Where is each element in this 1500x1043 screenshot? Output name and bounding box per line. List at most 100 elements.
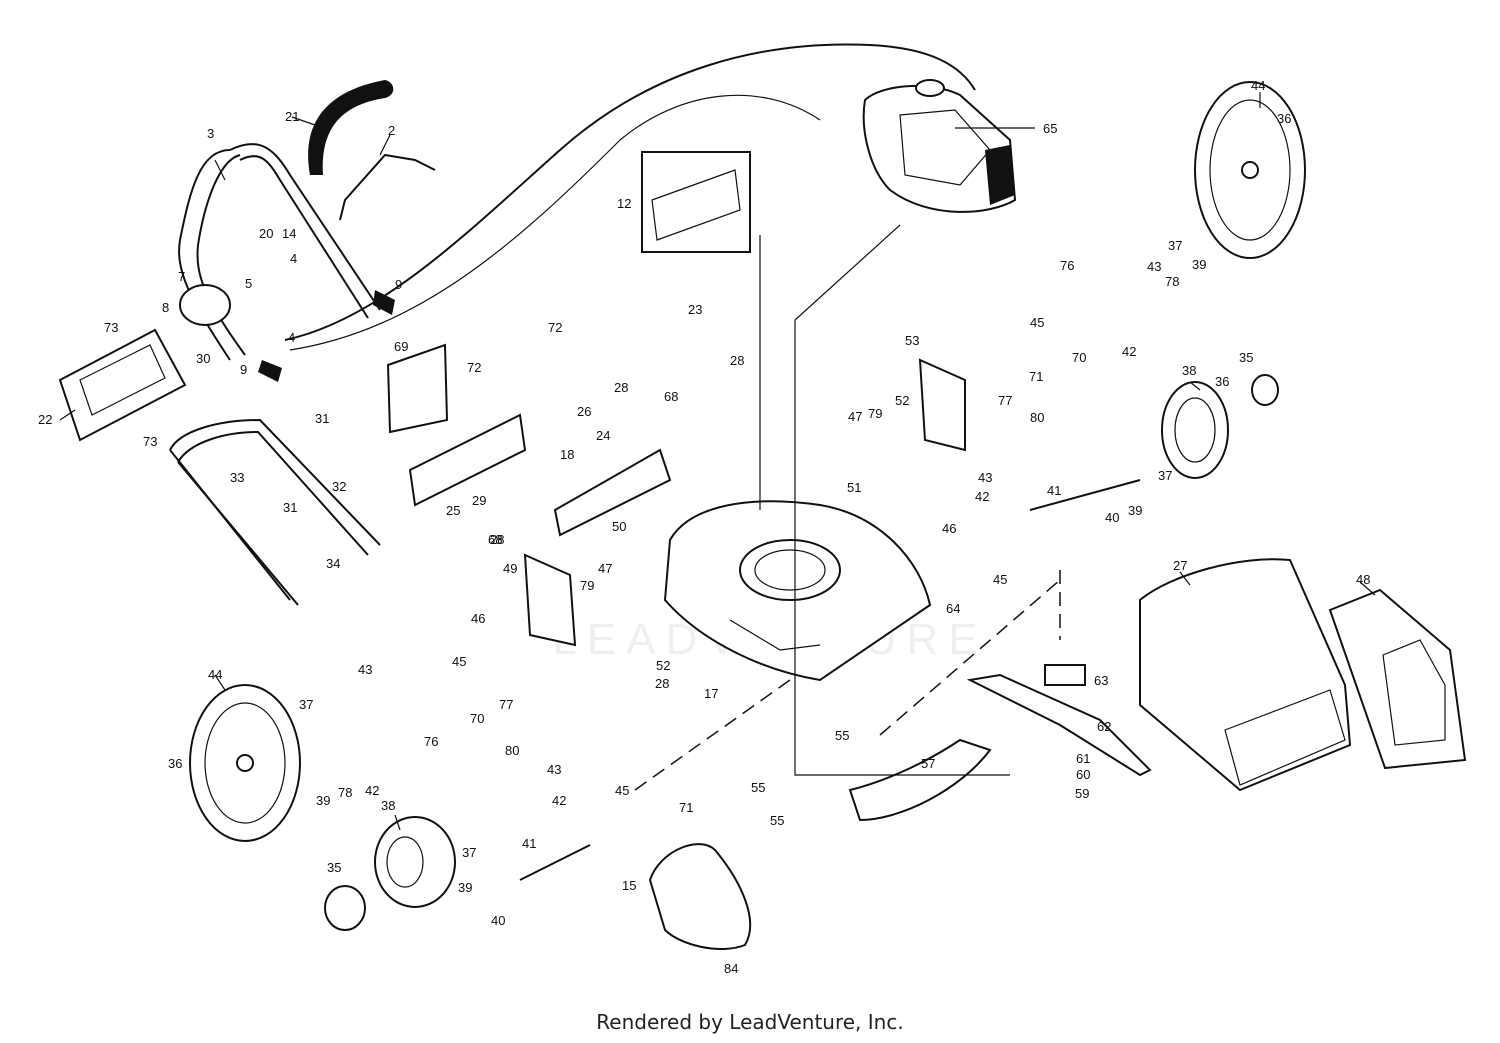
blade-adapter bbox=[1044, 664, 1086, 686]
label-26: 26 bbox=[577, 404, 591, 419]
label-68-b: 68 bbox=[488, 532, 502, 547]
label-43-b: 43 bbox=[978, 470, 992, 485]
label-43-d: 43 bbox=[547, 762, 561, 777]
label-77: 77 bbox=[998, 393, 1012, 408]
part-labels: 2 3 4 4 5 7 8 9 9 12 14 15 17 18 20 21 2… bbox=[38, 78, 1370, 976]
label-38-b: 38 bbox=[381, 798, 395, 813]
label-29: 29 bbox=[472, 493, 486, 508]
label-48: 48 bbox=[1356, 572, 1370, 587]
label-20: 20 bbox=[259, 226, 273, 241]
label-69: 69 bbox=[394, 339, 408, 354]
label-18: 18 bbox=[560, 447, 574, 462]
label-77-b: 77 bbox=[499, 697, 513, 712]
label-39-d: 39 bbox=[458, 880, 472, 895]
label-42: 42 bbox=[1122, 344, 1136, 359]
label-57: 57 bbox=[921, 756, 935, 771]
label-46: 46 bbox=[942, 521, 956, 536]
label-28-c: 28 bbox=[655, 676, 669, 691]
label-24: 24 bbox=[596, 428, 610, 443]
label-25: 25 bbox=[446, 503, 460, 518]
label-43: 43 bbox=[1147, 259, 1161, 274]
rear-shield bbox=[553, 448, 672, 537]
bracket-left bbox=[523, 553, 577, 647]
label-7: 7 bbox=[178, 269, 185, 284]
mower-deck bbox=[663, 500, 932, 682]
label-35: 35 bbox=[1239, 350, 1253, 365]
label-60: 60 bbox=[1076, 767, 1090, 782]
reference-line-2 bbox=[794, 224, 901, 321]
label-2: 2 bbox=[388, 123, 395, 138]
label-41: 41 bbox=[1047, 483, 1061, 498]
label-63: 63 bbox=[1094, 673, 1108, 688]
bracket-rear bbox=[408, 413, 527, 507]
mounting-line-2 bbox=[879, 579, 1061, 736]
label-64: 64 bbox=[946, 601, 960, 616]
label-80-b: 80 bbox=[505, 743, 519, 758]
label-52-b: 52 bbox=[656, 658, 670, 673]
label-79: 79 bbox=[868, 406, 882, 421]
control-bail bbox=[339, 153, 436, 221]
wheel-front-right bbox=[1161, 374, 1279, 479]
label-39-c: 39 bbox=[316, 793, 330, 808]
axle-front-left bbox=[519, 844, 591, 881]
baffle bbox=[848, 738, 992, 822]
label-21: 21 bbox=[285, 109, 299, 124]
label-46-b: 46 bbox=[471, 611, 485, 626]
label-73-b: 73 bbox=[143, 434, 157, 449]
label-45-c: 45 bbox=[452, 654, 466, 669]
label-15: 15 bbox=[622, 878, 636, 893]
label-35-b: 35 bbox=[327, 860, 341, 875]
label-76-b: 76 bbox=[424, 734, 438, 749]
label-59: 59 bbox=[1075, 786, 1089, 801]
catcher-frame-front bbox=[58, 328, 187, 442]
label-12: 12 bbox=[617, 196, 631, 211]
label-68: 68 bbox=[664, 389, 678, 404]
label-27: 27 bbox=[1173, 558, 1187, 573]
label-39: 39 bbox=[1192, 257, 1206, 272]
label-32: 32 bbox=[332, 479, 346, 494]
label-9-b: 9 bbox=[240, 362, 247, 377]
label-84: 84 bbox=[724, 961, 738, 976]
label-4-b: 4 bbox=[288, 330, 295, 345]
label-31: 31 bbox=[315, 411, 329, 426]
label-42-d: 42 bbox=[552, 793, 566, 808]
axle-front-right bbox=[1029, 479, 1141, 511]
inset-box bbox=[641, 151, 751, 253]
label-79-b: 79 bbox=[580, 578, 594, 593]
engine bbox=[862, 79, 1017, 213]
label-17: 17 bbox=[704, 686, 718, 701]
label-45: 45 bbox=[1030, 315, 1044, 330]
label-28-b: 28 bbox=[614, 380, 628, 395]
label-52: 52 bbox=[895, 393, 909, 408]
label-34: 34 bbox=[326, 556, 340, 571]
label-44-b: 44 bbox=[208, 667, 222, 682]
throttle-cable bbox=[284, 43, 976, 341]
handle-knob-right bbox=[373, 290, 395, 315]
label-33: 33 bbox=[230, 470, 244, 485]
label-39-b: 39 bbox=[1128, 503, 1142, 518]
label-36-b: 36 bbox=[1215, 374, 1229, 389]
label-37-c: 37 bbox=[299, 697, 313, 712]
bracket-right bbox=[918, 358, 966, 452]
label-73: 73 bbox=[104, 320, 118, 335]
label-76: 76 bbox=[1060, 258, 1074, 273]
label-55-b: 55 bbox=[751, 780, 765, 795]
footer-credit: Rendered by LeadVenture, Inc. bbox=[596, 1010, 904, 1034]
label-44: 44 bbox=[1251, 78, 1265, 93]
label-72: 72 bbox=[548, 320, 562, 335]
label-8: 8 bbox=[162, 300, 169, 315]
label-41-b: 41 bbox=[522, 836, 536, 851]
handle-knob-left bbox=[258, 360, 282, 382]
label-9: 9 bbox=[395, 277, 402, 292]
label-36-c: 36 bbox=[168, 756, 182, 771]
blade bbox=[966, 673, 1152, 777]
label-78: 78 bbox=[1165, 274, 1179, 289]
label-61: 61 bbox=[1076, 751, 1090, 766]
label-55: 55 bbox=[835, 728, 849, 743]
label-70-b: 70 bbox=[470, 711, 484, 726]
wheel-rear-right bbox=[1194, 81, 1306, 259]
reference-line-3 bbox=[794, 320, 1010, 776]
label-42-b: 42 bbox=[975, 489, 989, 504]
grass-bag bbox=[1139, 558, 1352, 792]
